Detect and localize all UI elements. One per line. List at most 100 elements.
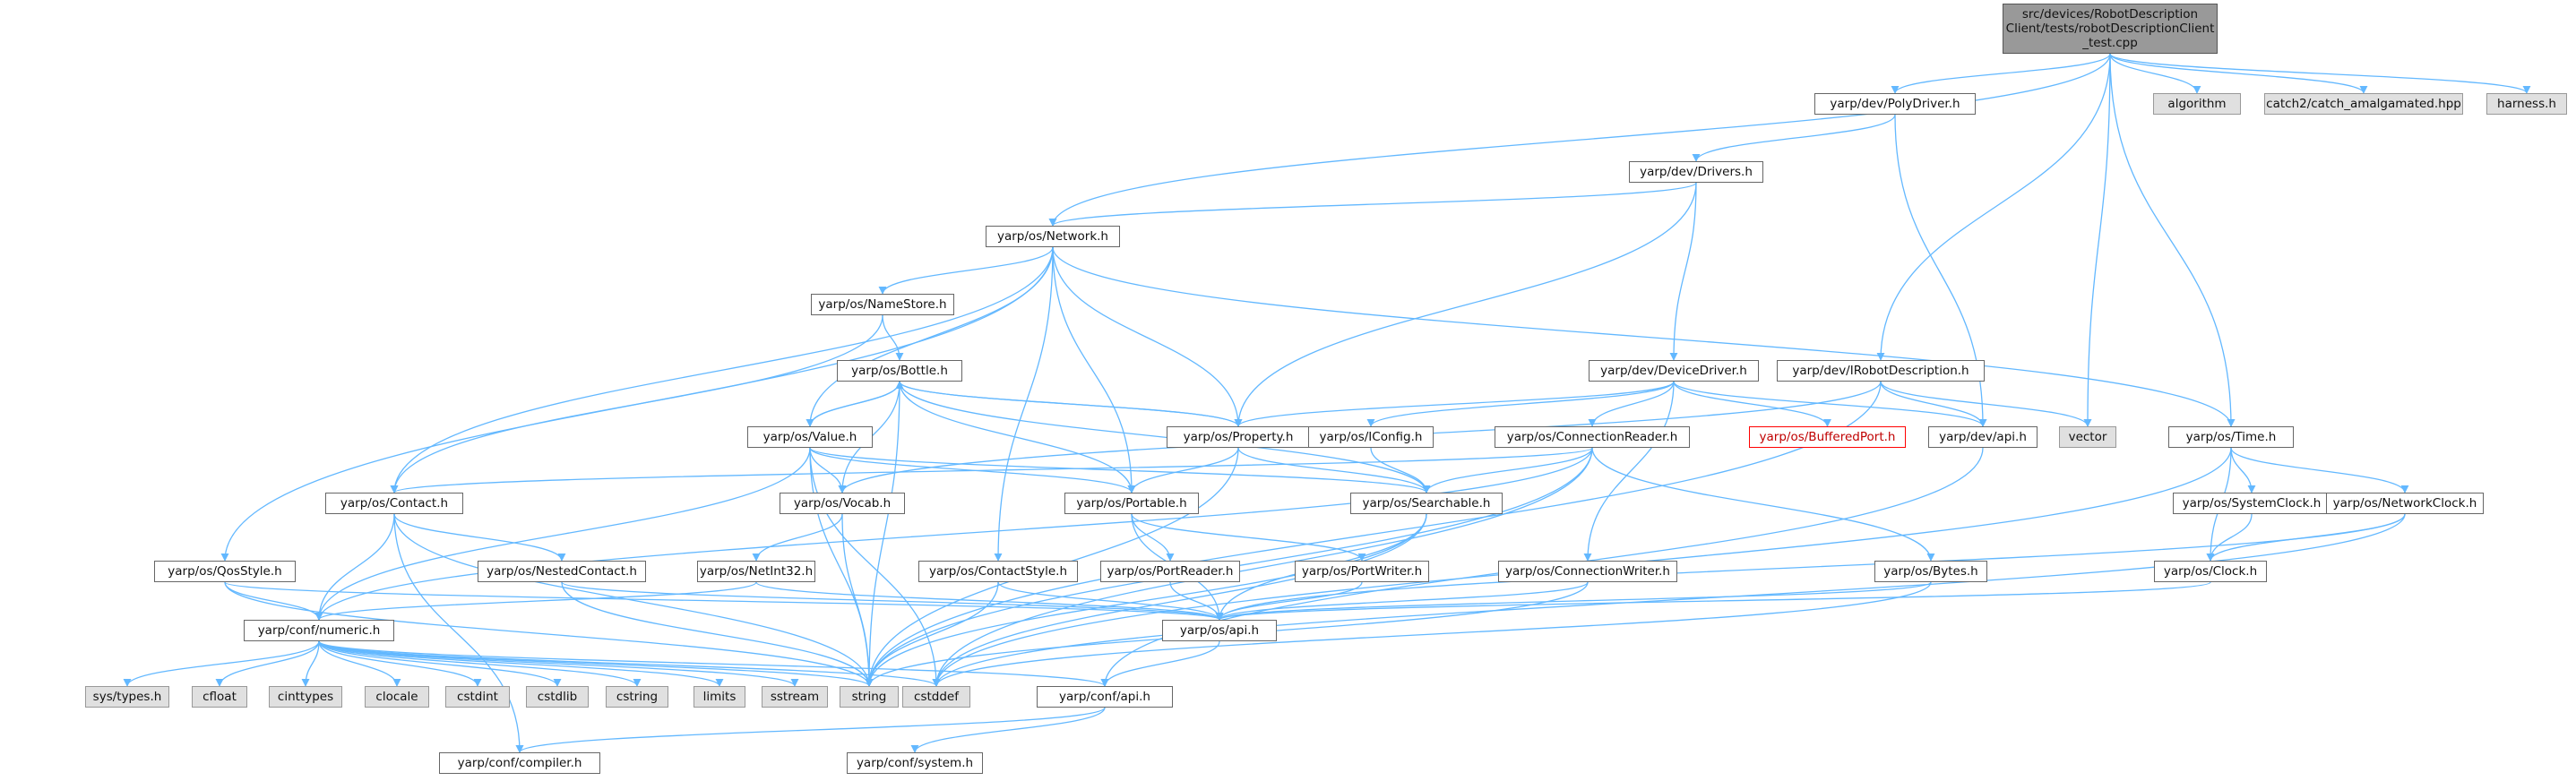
edge-qosstyle-to-string <box>224 581 874 687</box>
edge-networkclock-to-osapi <box>1215 513 2406 621</box>
edge-bottle-to-searchable <box>899 381 1431 493</box>
node-namestore[interactable]: yarp/os/NameStore.h <box>811 294 954 315</box>
edge-root-to-harness <box>2109 53 2531 94</box>
edge-numeric-to-cstdint <box>318 640 482 687</box>
node-label-limits: limits <box>702 690 737 704</box>
node-label-namestore: yarp/os/NameStore.h <box>818 297 947 312</box>
node-bufferedport[interactable]: yarp/os/BufferedPort.h <box>1749 426 1906 448</box>
node-label-cstdlib: cstdlib <box>537 690 578 704</box>
node-iconfig[interactable]: yarp/os/IConfig.h <box>1308 426 1434 448</box>
node-devapi[interactable]: yarp/dev/api.h <box>1928 426 2038 448</box>
node-connreader[interactable]: yarp/os/ConnectionReader.h <box>1495 426 1690 448</box>
node-compiler[interactable]: yarp/conf/compiler.h <box>439 752 600 774</box>
node-contact[interactable]: yarp/os/Contact.h <box>325 493 463 514</box>
node-label-connreader: yarp/os/ConnectionReader.h <box>1506 430 1678 444</box>
edge-portable-to-portwriter <box>1131 513 1366 562</box>
node-label-cstddef: cstddef <box>914 690 959 704</box>
node-portwriter[interactable]: yarp/os/PortWriter.h <box>1295 561 1429 582</box>
node-label-drivers: yarp/dev/Drivers.h <box>1640 165 1753 179</box>
node-label-bytes: yarp/os/Bytes.h <box>1883 564 1978 579</box>
node-irobot[interactable]: yarp/dev/IRobotDescription.h <box>1777 360 1985 382</box>
node-root[interactable]: src/devices/RobotDescription Client/test… <box>2003 4 2218 54</box>
node-time[interactable]: yarp/os/Time.h <box>2168 426 2294 448</box>
node-label-portreader: yarp/os/PortReader.h <box>1107 564 1234 579</box>
node-clock[interactable]: yarp/os/Clock.h <box>2154 561 2267 582</box>
edge-property-to-searchable <box>1237 447 1431 493</box>
node-vocab[interactable]: yarp/os/Vocab.h <box>780 493 905 514</box>
node-value[interactable]: yarp/os/Value.h <box>747 426 873 448</box>
node-catch2[interactable]: catch2/catch_amalgamated.hpp <box>2264 93 2463 115</box>
node-label-irobot: yarp/dev/IRobotDescription.h <box>1792 364 1969 378</box>
edge-network-to-portable <box>1052 246 1136 493</box>
node-cstddef[interactable]: cstddef <box>902 686 970 708</box>
node-searchable[interactable]: yarp/os/Searchable.h <box>1350 493 1503 514</box>
node-contactstyle[interactable]: yarp/os/ContactStyle.h <box>918 561 1078 582</box>
node-systemclock[interactable]: yarp/os/SystemClock.h <box>2173 493 2330 514</box>
node-label-connwriter: yarp/os/ConnectionWriter.h <box>1505 564 1670 579</box>
node-bottle[interactable]: yarp/os/Bottle.h <box>837 360 962 382</box>
node-clocale[interactable]: clocale <box>365 686 429 708</box>
node-connwriter[interactable]: yarp/os/ConnectionWriter.h <box>1498 561 1677 582</box>
node-systypes[interactable]: sys/types.h <box>85 686 169 708</box>
node-qosstyle[interactable]: yarp/os/QosStyle.h <box>154 561 296 582</box>
edge-numeric-to-clocale <box>318 640 401 687</box>
node-osapi[interactable]: yarp/os/api.h <box>1162 620 1277 641</box>
edge-numeric-to-systypes <box>123 640 320 687</box>
edge-value-to-searchable <box>809 447 1431 493</box>
node-cinttypes[interactable]: cinttypes <box>269 686 342 708</box>
edge-network-to-time <box>1052 246 2236 427</box>
node-sstream[interactable]: sstream <box>762 686 828 708</box>
node-cfloat[interactable]: cfloat <box>192 686 247 708</box>
node-label-nestedcontact: yarp/os/NestedContact.h <box>487 564 637 579</box>
node-limits[interactable]: limits <box>694 686 745 708</box>
node-label-systypes: sys/types.h <box>92 690 162 704</box>
node-polydriver[interactable]: yarp/dev/PolyDriver.h <box>1814 93 1976 115</box>
node-property[interactable]: yarp/os/Property.h <box>1167 426 1310 448</box>
edge-numeric-to-cstdlib <box>318 640 562 687</box>
node-vector[interactable]: vector <box>2059 426 2116 448</box>
node-label-osapi: yarp/os/api.h <box>1179 623 1260 638</box>
edge-searchable-to-cstddef <box>932 513 1427 687</box>
edge-value-to-numeric <box>314 447 811 621</box>
edge-confapi-to-system <box>910 707 1106 753</box>
node-label-cstring: cstring <box>616 690 659 704</box>
node-confapi[interactable]: yarp/conf/api.h <box>1037 686 1173 708</box>
node-portreader[interactable]: yarp/os/PortReader.h <box>1100 561 1240 582</box>
edge-connreader-to-numeric <box>314 447 1593 621</box>
node-algorithm[interactable]: algorithm <box>2153 93 2241 115</box>
edge-searchable-to-string <box>865 513 1427 687</box>
edge-numeric-to-sstream <box>318 640 799 687</box>
node-string[interactable]: string <box>840 686 899 708</box>
node-cstdlib[interactable]: cstdlib <box>526 686 589 708</box>
node-network[interactable]: yarp/os/Network.h <box>986 226 1120 247</box>
node-portable[interactable]: yarp/os/Portable.h <box>1064 493 1199 514</box>
node-cstring[interactable]: cstring <box>606 686 668 708</box>
node-numeric[interactable]: yarp/conf/numeric.h <box>244 620 394 641</box>
edge-root-to-algorithm <box>2109 53 2201 94</box>
edge-numeric-to-limits <box>318 640 724 687</box>
edge-portable-to-portreader <box>1131 513 1175 562</box>
node-label-devapi: yarp/dev/api.h <box>1939 430 2027 444</box>
edge-qosstyle-to-numeric <box>224 581 323 621</box>
node-cstdint[interactable]: cstdint <box>445 686 510 708</box>
node-label-network: yarp/os/Network.h <box>997 229 1108 244</box>
edge-connreader-to-cstddef <box>932 447 1593 687</box>
node-bytes[interactable]: yarp/os/Bytes.h <box>1874 561 1987 582</box>
node-nestedcontact[interactable]: yarp/os/NestedContact.h <box>478 561 646 582</box>
edge-devicedriver-to-bufferedport <box>1673 381 1831 427</box>
edge-devicedriver-to-property <box>1234 381 1675 427</box>
node-drivers[interactable]: yarp/dev/Drivers.h <box>1629 161 1763 183</box>
node-label-cfloat: cfloat <box>202 690 237 704</box>
node-system[interactable]: yarp/conf/system.h <box>847 752 983 774</box>
node-label-qosstyle: yarp/os/QosStyle.h <box>168 564 282 579</box>
node-harness[interactable]: harness.h <box>2486 93 2567 115</box>
node-label-algorithm: algorithm <box>2167 97 2227 111</box>
edge-drivers-to-network <box>1048 182 1697 227</box>
edge-devicedriver-to-connreader <box>1588 381 1675 427</box>
node-networkclock[interactable]: yarp/os/NetworkClock.h <box>2326 493 2484 514</box>
node-netint32[interactable]: yarp/os/NetInt32.h <box>697 561 815 582</box>
node-devicedriver[interactable]: yarp/dev/DeviceDriver.h <box>1589 360 1759 382</box>
edge-irobot-to-devapi <box>1880 381 1987 427</box>
